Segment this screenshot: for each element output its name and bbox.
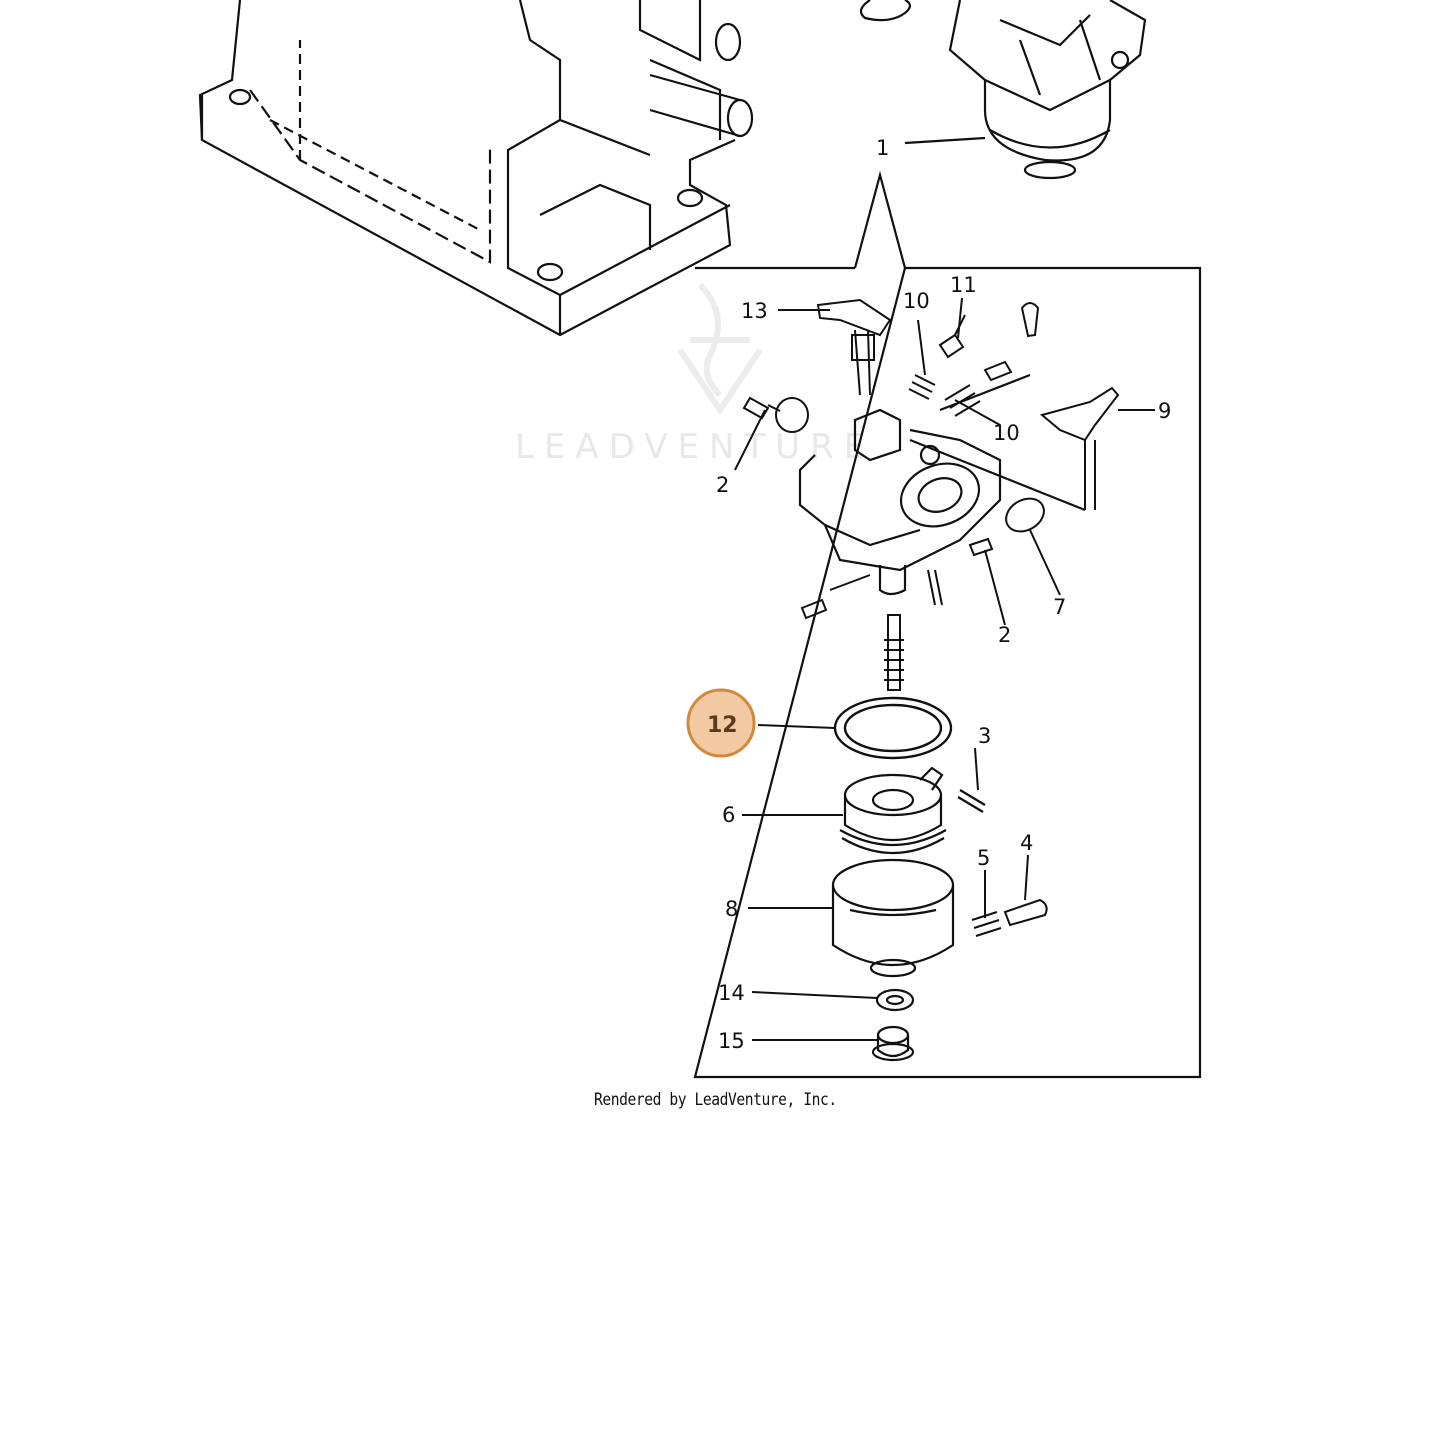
part-gasket bbox=[833, 696, 953, 760]
callout-4[interactable]: 4 bbox=[1020, 831, 1033, 855]
callout-8[interactable]: 8 bbox=[725, 897, 738, 921]
callout-6[interactable]: 6 bbox=[722, 803, 735, 827]
callout-14[interactable]: 14 bbox=[718, 981, 745, 1005]
watermark-text: LEADVENTURE bbox=[515, 427, 875, 467]
carburetor-assembly bbox=[859, 0, 1147, 180]
part-needle bbox=[884, 614, 904, 691]
part-choke-lever bbox=[1005, 386, 1120, 533]
callout-9[interactable]: 9 bbox=[1158, 399, 1171, 423]
carburetor-body bbox=[798, 373, 1086, 596]
render-credit: Rendered by LeadVenture, Inc. bbox=[594, 1090, 837, 1110]
engine-block bbox=[198, 0, 754, 337]
part-throttle-lever bbox=[816, 298, 892, 396]
callout-5[interactable]: 5 bbox=[977, 846, 990, 870]
part-float bbox=[839, 766, 986, 854]
leader-lines bbox=[734, 297, 1155, 1041]
callout-3[interactable]: 3 bbox=[978, 724, 991, 748]
callout-2b[interactable]: 2 bbox=[998, 623, 1011, 647]
part-screws-springs bbox=[742, 302, 1040, 620]
callout-12[interactable]: 12 bbox=[707, 713, 738, 738]
part-float-bowl bbox=[831, 858, 955, 978]
callout-1[interactable]: 1 bbox=[876, 136, 889, 160]
selected-callout-highlight[interactable] bbox=[686, 688, 756, 758]
callout-13[interactable]: 13 bbox=[741, 299, 768, 323]
callout-15[interactable]: 15 bbox=[718, 1029, 745, 1053]
part-drain-washer-plug bbox=[871, 988, 915, 1062]
part-bowl-screws bbox=[971, 898, 1048, 937]
callout-10a[interactable]: 10 bbox=[903, 289, 930, 313]
watermark: LEADVENTURE bbox=[515, 282, 875, 467]
parts-box bbox=[693, 136, 1202, 1079]
callout-labels: 1 2 2 3 4 5 6 7 8 9 10 10 11 12 13 14 15 bbox=[707, 136, 1171, 1053]
callout-10b[interactable]: 10 bbox=[993, 421, 1020, 445]
callout-11[interactable]: 11 bbox=[950, 273, 977, 297]
callout-2a[interactable]: 2 bbox=[716, 473, 729, 497]
callout-7[interactable]: 7 bbox=[1053, 595, 1066, 619]
